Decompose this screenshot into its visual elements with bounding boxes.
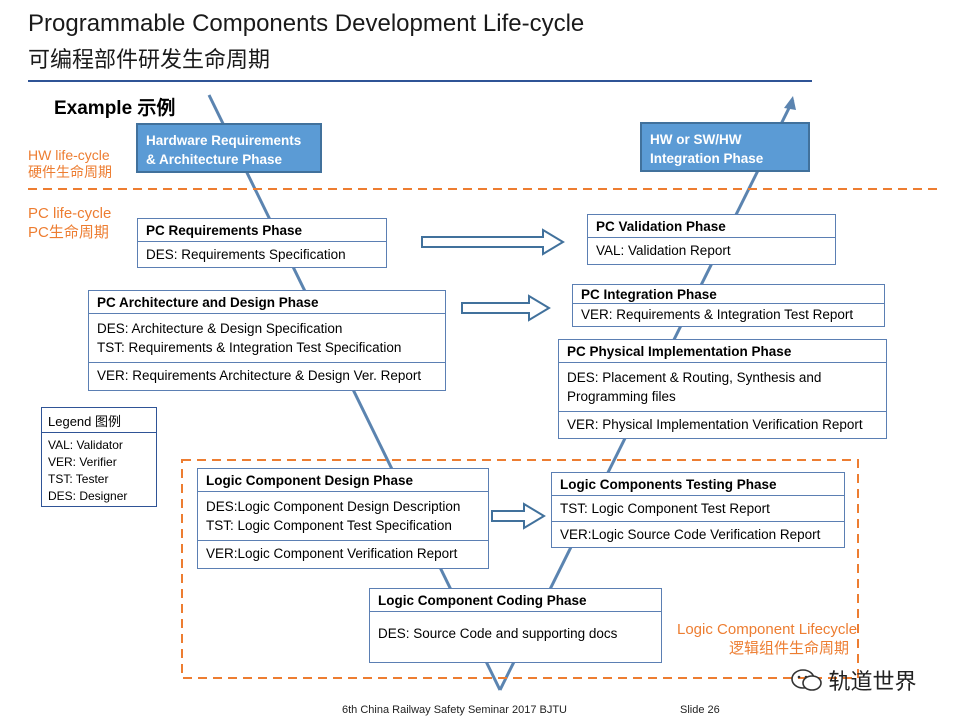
title-underline: [28, 80, 812, 82]
example-label: Example 示例: [54, 98, 176, 119]
phase-des: DES: Placement & Routing, Synthesis and …: [559, 363, 886, 412]
logic-testing-phase: Logic Components Testing Phase TST: Logi…: [551, 472, 845, 548]
arrow-arch-to-int: [461, 294, 551, 322]
pc-integration-phase: PC Integration Phase VER: Requirements &…: [572, 284, 885, 327]
phase-title: PC Integration Phase: [573, 285, 884, 304]
legend-title: Legend 图例: [42, 408, 156, 433]
phase-title: Logic Component Design Phase: [198, 469, 488, 492]
phase-title: Logic Component Coding Phase: [370, 589, 661, 612]
hw-lifecycle-zh: 硬件生命周期: [28, 164, 112, 180]
legend-item: VAL: Validator: [48, 438, 123, 452]
hw-lifecycle-label: HW life-cycle 硬件生命周期: [28, 147, 112, 181]
phase-des: DES:Logic Component Design Description: [206, 499, 461, 514]
v-arrowhead: [784, 96, 796, 110]
phase-ver: VER: Physical Implementation Verificatio…: [567, 417, 863, 432]
phase-title: PC Physical Implementation Phase: [559, 340, 886, 363]
legend: Legend 图例 VAL: Validator VER: Verifier T…: [41, 407, 157, 507]
logic-lifecycle-en: Logic Component Lifecycle: [677, 621, 858, 638]
phase-val: VAL: Validation Report: [596, 243, 731, 258]
footer-seminar: 6th China Railway Safety Seminar 2017 BJ…: [342, 704, 567, 716]
watermark: 轨道世界: [790, 664, 916, 696]
phase-des: DES: Architecture & Design Specification: [97, 321, 343, 336]
phase-tst: TST: Logic Component Test Specification: [206, 518, 452, 533]
phase-des-tst: DES: Architecture & Design Specification…: [89, 314, 445, 363]
phase-des-line1: DES: Placement & Routing, Synthesis and: [567, 370, 822, 385]
logic-lifecycle-region: [181, 459, 859, 679]
phase-tst: TST: Requirements & Integration Test Spe…: [97, 340, 402, 355]
logic-coding-phase: Logic Component Coding Phase DES: Source…: [369, 588, 662, 663]
phase-ver: VER: Requirements & Integration Test Rep…: [581, 307, 854, 322]
pc-lifecycle-zh: PC生命周期: [28, 224, 109, 241]
hw-requirements-phase: Hardware Requirements & Architecture Pha…: [136, 123, 322, 173]
logic-lifecycle-label: Logic Component Lifecycle 逻辑组件生命周期: [677, 620, 858, 658]
pc-lifecycle-en: PC life-cycle: [28, 205, 112, 222]
phase-ver: VER:Logic Component Verification Report: [206, 546, 458, 561]
phase-ver: VER: Requirements Architecture & Design …: [97, 368, 422, 383]
legend-items: VAL: Validator VER: Verifier TST: Tester…: [42, 433, 156, 505]
pc-validation-phase: PC Validation Phase VAL: Validation Repo…: [587, 214, 836, 265]
logic-design-phase: Logic Component Design Phase DES:Logic C…: [197, 468, 489, 569]
phase-title: PC Architecture and Design Phase: [89, 291, 445, 314]
logic-lifecycle-zh: 逻辑组件生命周期: [728, 640, 849, 657]
watermark-text: 轨道世界: [828, 670, 917, 695]
slide-title: Programmable Components Development Life…: [28, 10, 585, 37]
phase-title: PC Validation Phase: [588, 215, 835, 238]
phase-des: DES: Requirements Specification: [146, 247, 346, 262]
legend-item: TST: Tester: [48, 472, 109, 486]
phase-title: Logic Components Testing Phase: [552, 473, 844, 496]
arrow-req-to-val: [421, 228, 565, 256]
pc-architecture-phase: PC Architecture and Design Phase DES: Ar…: [88, 290, 446, 391]
pc-lifecycle-label: PC life-cycle PC生命周期: [28, 204, 111, 242]
footer-slide-number: Slide 26: [680, 704, 720, 716]
phase-des: DES: Source Code and supporting docs: [378, 626, 618, 641]
legend-item: DES: Designer: [48, 489, 128, 503]
phase-des-tst: DES:Logic Component Design Description T…: [198, 492, 488, 541]
hw-integration-phase: HW or SW/HW Integration Phase: [640, 122, 810, 172]
phase-des-line2: Programming files: [567, 389, 676, 404]
pc-requirements-phase: PC Requirements Phase DES: Requirements …: [137, 218, 387, 268]
wechat-icon: [791, 669, 822, 691]
phase-title: PC Requirements Phase: [138, 219, 386, 242]
slide-title-zh: 可编程部件研发生命周期: [28, 48, 271, 73]
hw-lifecycle-en: HW life-cycle: [28, 147, 110, 163]
pc-physical-implementation-phase: PC Physical Implementation Phase DES: Pl…: [558, 339, 887, 439]
legend-item: VER: Verifier: [48, 455, 117, 469]
phase-tst: TST: Logic Component Test Report: [552, 496, 844, 522]
phase-ver: VER:Logic Source Code Verification Repor…: [560, 527, 821, 542]
arrow-design-to-test: [491, 502, 546, 530]
